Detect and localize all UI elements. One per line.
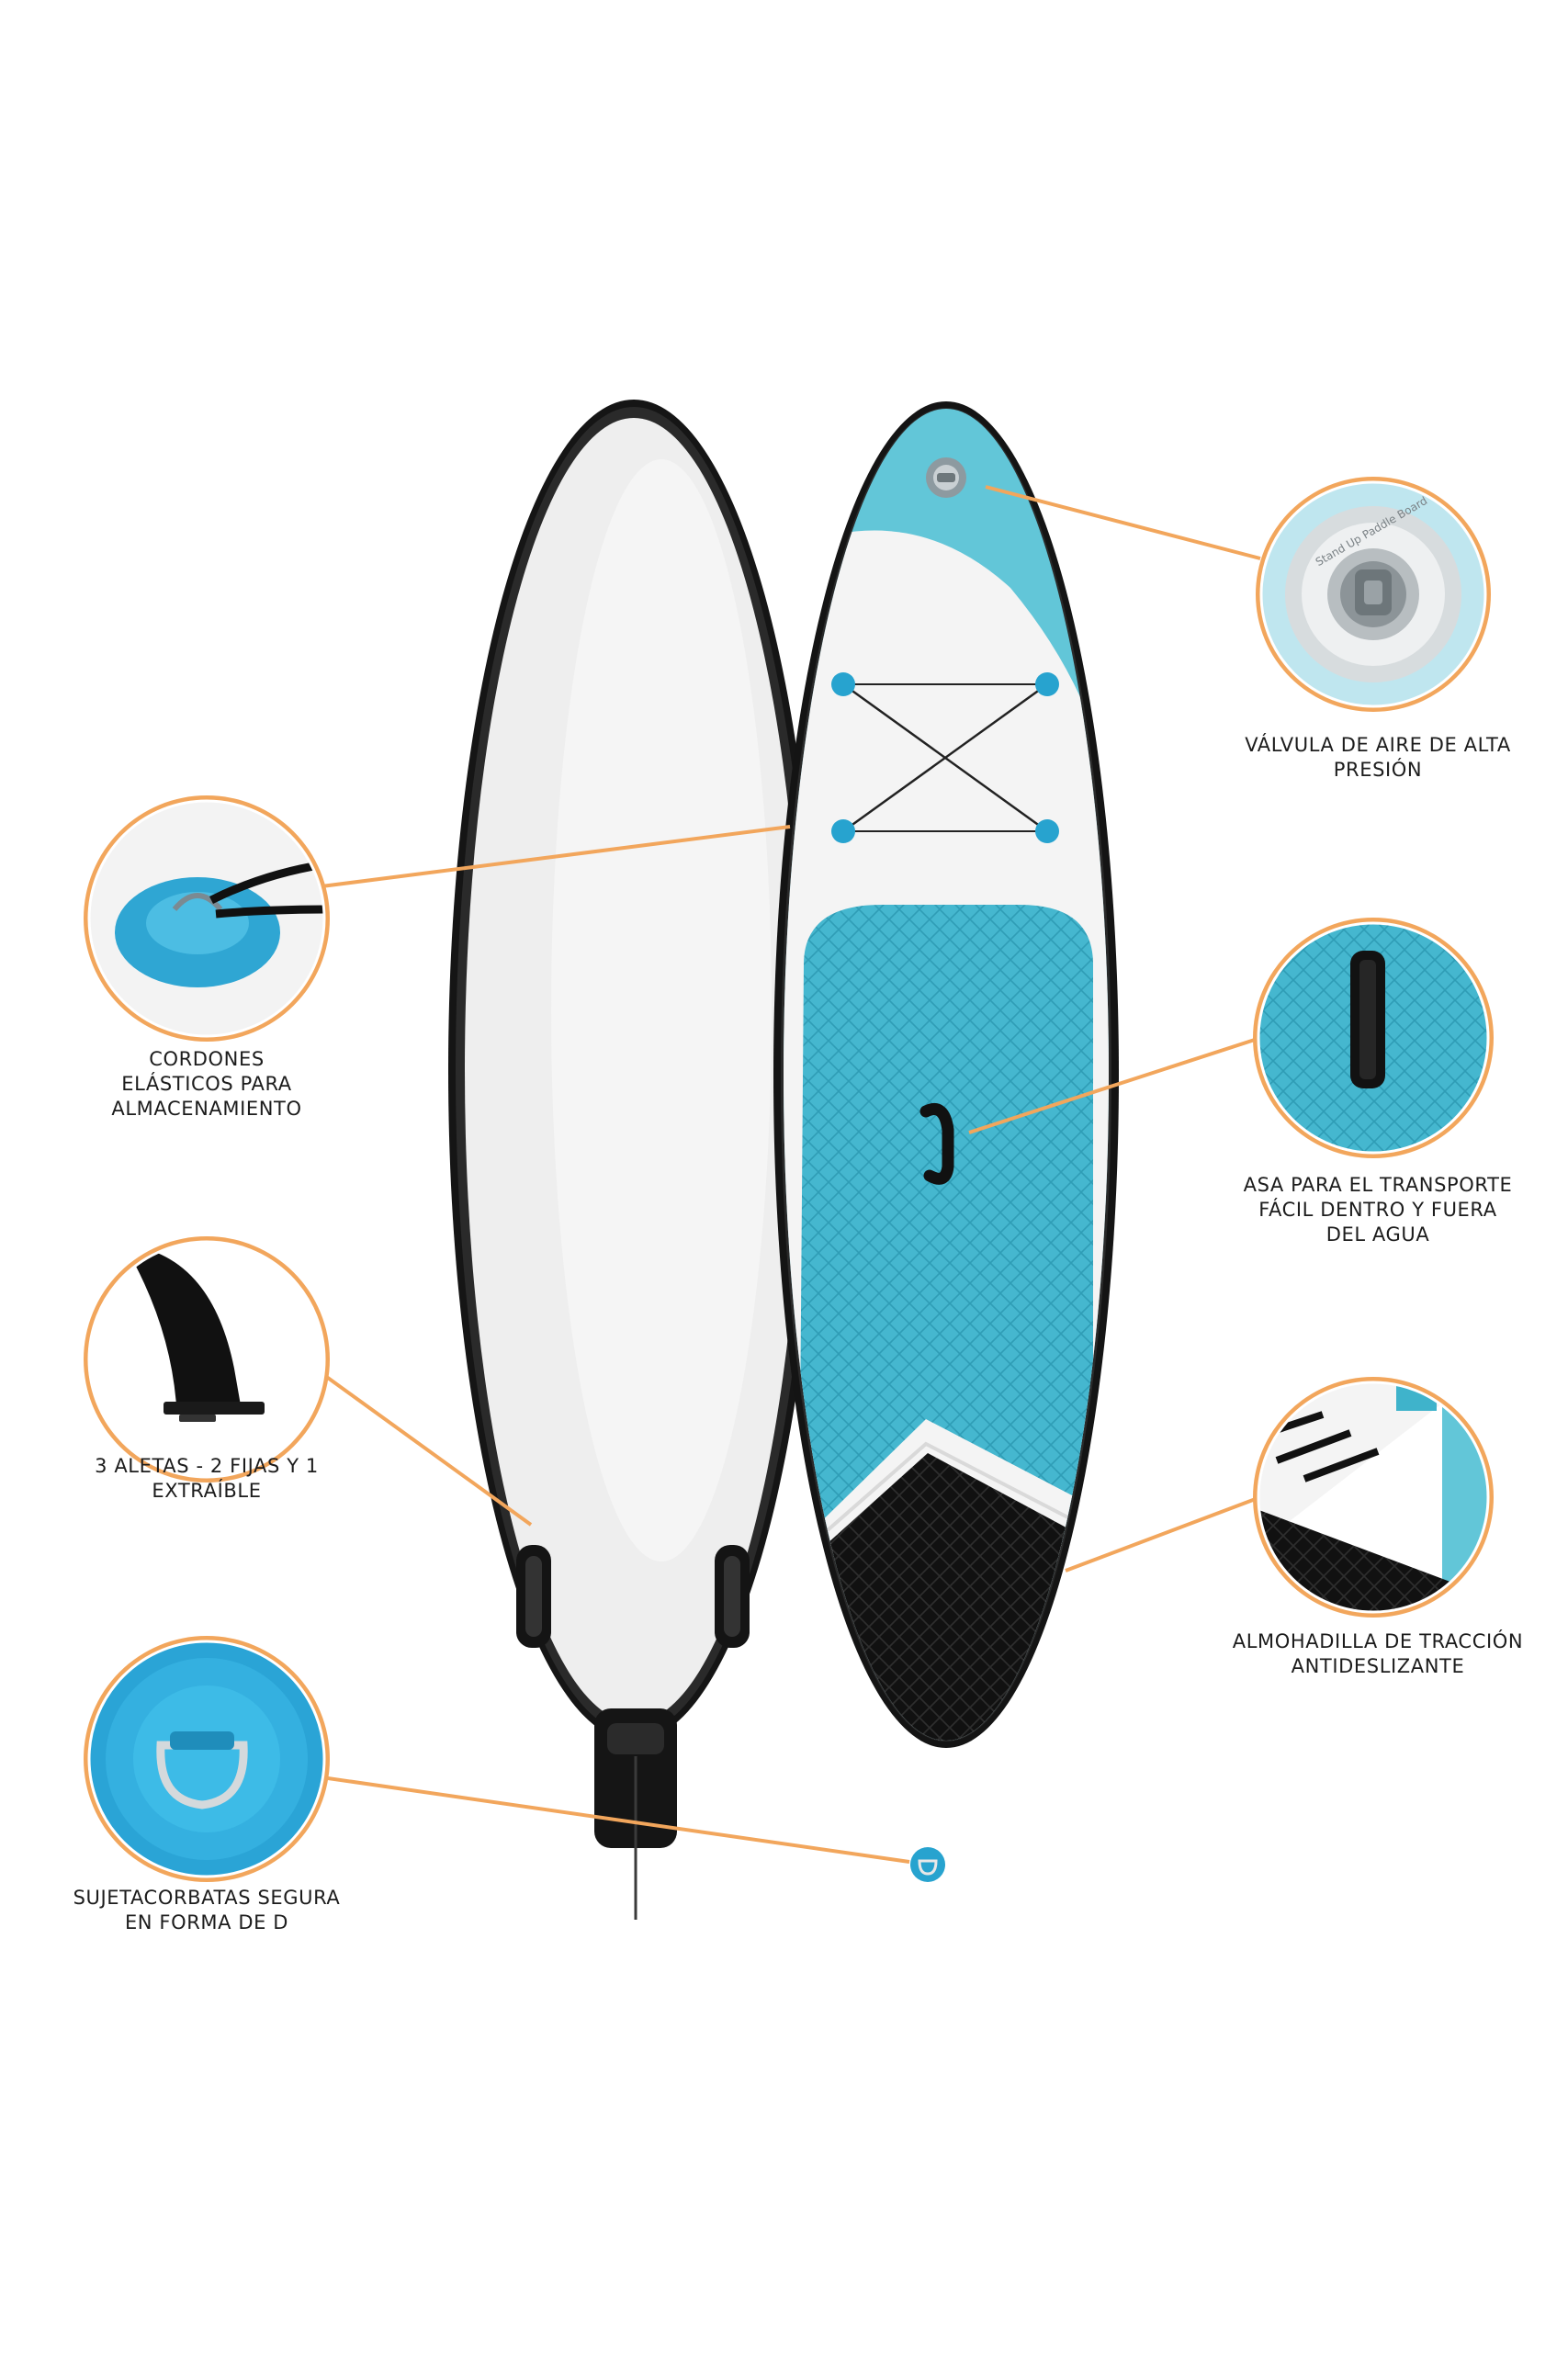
side-fin-left xyxy=(516,1545,551,1648)
label-dring: SUJETACORBATAS SEGURA EN FORMA DE D xyxy=(32,1886,381,1935)
connector-handle xyxy=(968,1036,1261,1134)
connector-dring xyxy=(321,1775,910,1864)
center-fin-box xyxy=(594,1708,677,1920)
label-pad-line-2: ANTIDESLIZANTE xyxy=(1291,1655,1465,1677)
label-valve-line-1: VÁLVULA DE AIRE DE ALTA xyxy=(1245,734,1511,756)
label-pad: ALMOHADILLA DE TRACCIÓN ANTIDESLIZANTE xyxy=(1185,1629,1568,1679)
board-deck xyxy=(773,401,1119,1882)
label-handle-line-3: DEL AGUA xyxy=(1325,1223,1430,1246)
carry-handle-icon xyxy=(919,1103,954,1185)
label-fins-line-1: 3 ALETAS - 2 FIJAS Y 1 xyxy=(95,1455,319,1477)
label-handle-line-2: FÁCIL DENTRO Y FUERA xyxy=(1258,1199,1497,1221)
connector-fins xyxy=(320,1371,533,1527)
bungee-cords xyxy=(831,672,1059,843)
callout-bungee-detail xyxy=(84,795,330,1042)
label-bungee-line-2: ELÁSTICOS PARA xyxy=(121,1073,292,1095)
connector-bungee xyxy=(321,825,791,888)
label-bungee-line-3: ALMACENAMIENTO xyxy=(111,1098,302,1120)
traction-pad-black xyxy=(818,1453,1075,1741)
label-dring-line-1: SUJETACORBATAS SEGURA xyxy=(73,1887,341,1909)
callout-fin-detail xyxy=(84,1236,330,1482)
side-fin-right xyxy=(715,1545,750,1648)
board-underside xyxy=(448,400,819,1920)
callout-pad-detail xyxy=(1253,1377,1494,1618)
label-pad-line-1: ALMOHADILLA DE TRACCIÓN xyxy=(1232,1630,1524,1652)
label-handle: ASA PARA EL TRANSPORTE FÁCIL DENTRO Y FU… xyxy=(1194,1173,1562,1247)
callout-handle-detail xyxy=(1253,918,1494,1158)
label-bungee: CORDONES ELÁSTICOS PARA ALMACENAMIENTO xyxy=(41,1047,372,1122)
fin-icon xyxy=(124,1245,241,1405)
traction-pad-blue xyxy=(799,905,1093,1543)
air-valve-icon xyxy=(926,457,966,498)
connector-pad xyxy=(1065,1495,1261,1573)
label-bungee-line-1: CORDONES xyxy=(149,1048,265,1070)
label-valve-line-2: PRESIÓN xyxy=(1333,759,1423,781)
callout-dring-detail xyxy=(84,1636,330,1882)
connector-lines xyxy=(320,485,1261,1864)
label-dring-line-2: EN FORMA DE D xyxy=(124,1911,289,1933)
callout-valve-detail: Stand Up Paddle Board xyxy=(1256,477,1491,712)
d-ring-icon xyxy=(910,1847,945,1882)
label-fins-line-2: EXTRAÍBLE xyxy=(152,1480,262,1502)
label-valve: VÁLVULA DE AIRE DE ALTA PRESIÓN xyxy=(1194,733,1562,783)
connector-valve xyxy=(985,485,1261,560)
label-fins: 3 ALETAS - 2 FIJAS Y 1 EXTRAÍBLE xyxy=(41,1454,372,1504)
label-handle-line-1: ASA PARA EL TRANSPORTE xyxy=(1243,1174,1513,1196)
